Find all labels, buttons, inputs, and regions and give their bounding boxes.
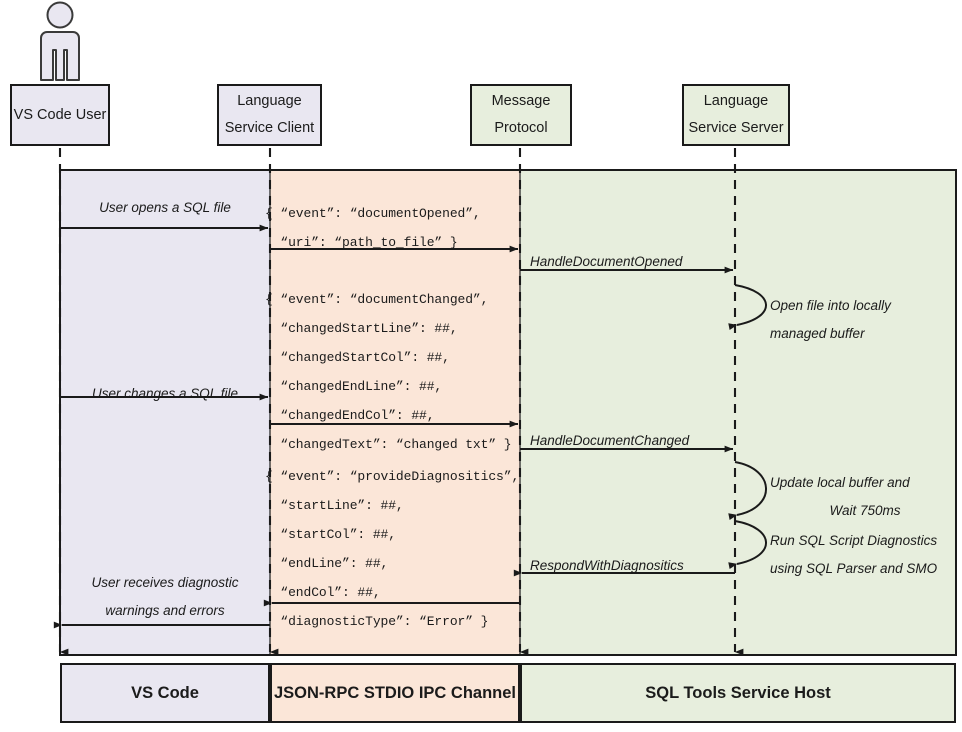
participant-language-service-server[interactable]: Language Service Server <box>682 84 790 146</box>
band-ipc[interactable]: JSON-RPC STDIO IPC Channel <box>270 663 520 723</box>
band-vs-code[interactable]: VS Code <box>60 663 270 723</box>
band-region-vs-code <box>60 170 270 655</box>
message-label-user-opens-sql-file: User opens a SQL file <box>99 200 231 215</box>
note-run-diagnostics: Run SQL Script Diagnostics using SQL Pars… <box>770 527 960 582</box>
participant-label-line2: Service Client <box>224 120 315 136</box>
band-label: SQL Tools Service Host <box>645 683 831 702</box>
payload-line: “startCol”: ##, <box>265 526 396 542</box>
message-label-handle-document-opened: HandleDocumentOpened <box>530 254 683 269</box>
participant-vs-code-user[interactable]: VS Code User <box>10 84 110 146</box>
payload-line: { “event”: “documentChanged”, <box>265 292 489 307</box>
message-label-user-receives-diagnostics-line1: User receives diagnostic <box>91 575 239 590</box>
payload-line: “changedText”: “changed txt” } <box>265 436 512 452</box>
band-host[interactable]: SQL Tools Service Host <box>520 663 956 723</box>
payload-line: “diagnosticType”: “Error” } <box>265 613 489 629</box>
participant-label-line1: Message <box>491 93 551 110</box>
selfloop-open-file <box>728 284 767 330</box>
band-region-ipc <box>270 170 520 655</box>
participant-label-line1: VS Code User <box>13 106 107 123</box>
band-label: JSON-RPC STDIO IPC Channel <box>273 683 517 702</box>
payload-document-changed: { “event”: “documentChanged”, “changedSt… <box>265 286 512 460</box>
participant-message-protocol[interactable]: Message Protocol <box>470 84 572 146</box>
payload-line: “uri”: “path_to_file” } <box>265 234 458 250</box>
note-line2: managed buffer <box>770 325 865 341</box>
message-label-user-changes-sql-file: User changes a SQL file <box>91 386 239 401</box>
band-region-host <box>520 170 956 655</box>
message-label-user-receives-diagnostics-line2: warnings and errors <box>105 603 225 618</box>
payload-document-opened: { “event”: “documentOpened”, “uri”: “pat… <box>265 200 481 258</box>
selfloop-run-diagnostics <box>728 520 767 569</box>
note-line1: Update local buffer and <box>770 475 910 490</box>
participant-language-service-client[interactable]: Language Service Client <box>217 84 322 146</box>
payload-line: “changedStartLine”: ##, <box>265 320 458 336</box>
message-label-handle-document-changed: HandleDocumentChanged <box>530 433 690 448</box>
payload-line: “changedEndCol”: ##, <box>265 407 435 423</box>
payload-line: “endCol”: ##, <box>265 584 381 600</box>
payload-line: “changedStartCol”: ##, <box>265 349 450 365</box>
note-line1: Open file into locally <box>770 298 891 313</box>
payload-provide-diagnostics: { “event”: “provideDiagnositics”, “start… <box>265 463 519 637</box>
note-line2: using SQL Parser and SMO <box>770 560 938 576</box>
payload-line: { “event”: “documentOpened”, <box>265 206 481 221</box>
note-line1: Run SQL Script Diagnostics <box>770 533 938 548</box>
note-line2: Wait 750ms <box>829 502 901 518</box>
participant-label-line2: Service Server <box>688 120 784 136</box>
participant-label-line1: Language <box>237 93 302 110</box>
selfloop-update-wait <box>728 461 767 520</box>
payload-line: “changedEndLine”: ##, <box>265 378 443 394</box>
note-open-file: Open file into locally managed buffer <box>770 292 960 347</box>
participant-label-line2: Protocol <box>494 120 548 136</box>
participant-label-line1: Language <box>703 93 769 110</box>
payload-line: “startLine”: ##, <box>265 497 404 513</box>
message-label-respond-with-diagnostics: RespondWithDiagnositics <box>530 558 684 573</box>
payload-line: { “event”: “provideDiagnositics”, <box>265 469 520 484</box>
person-icon <box>40 1 80 81</box>
band-label: VS Code <box>131 683 199 702</box>
payload-line: “endLine”: ##, <box>265 555 389 571</box>
